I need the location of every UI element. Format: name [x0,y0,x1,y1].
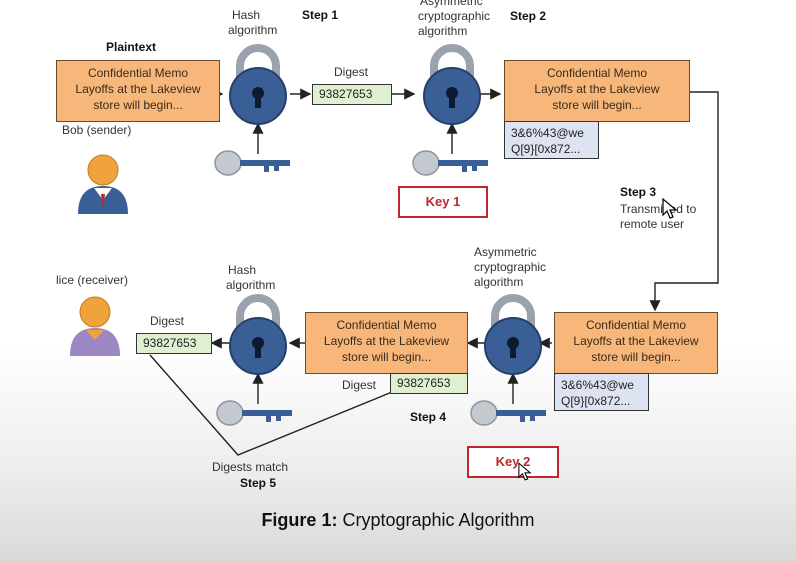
asym-label-top-3: algorithm [418,24,468,38]
digest-box-top: 93827653 [312,84,392,105]
padlock-icon [423,44,481,125]
received-memo: Confidential Memo Layoffs at the Lakevie… [554,312,718,374]
cipher-box-top: 3&6%43@we Q[9}[0x872... [504,121,599,159]
step3-desc: Transmitted to [620,202,697,216]
cipher-line: Q[9}[0x872... [561,394,631,408]
memo-line: Confidential Memo [546,66,648,80]
digest-label-mid: Digest [342,378,377,392]
mouse-cursor-icon [662,197,678,219]
cipher-line: 3&6%43@we [511,126,584,140]
asym-label-top: Asymmetric [420,0,483,8]
memo-line: Confidential Memo [336,318,437,332]
key-icon [216,400,292,426]
key-icon [214,150,290,176]
digest-box-mid: 93827653 [390,373,468,394]
memo-line: Confidential Memo [87,66,189,80]
key1-label: Key 1 [398,186,488,218]
memo-line: store will begin... [591,350,681,364]
step2-label: Step 2 [510,9,547,23]
cipher-box-bottom: 3&6%43@we Q[9}[0x872... [554,373,649,411]
step3-desc-2: remote user [620,217,685,231]
memo-line: Layoffs at the Lakeview [534,82,660,96]
padlock-icon [484,294,542,375]
bob-avatar-icon [78,154,128,214]
hash-label-top-2: algorithm [228,23,278,37]
hash-label-bottom-2: algorithm [226,278,276,292]
asym-label-bottom-2: cryptographic [474,260,547,274]
padlock-icon [229,44,287,125]
caption-prefix: Figure 1: [261,510,338,530]
digest-label-top: Digest [334,65,369,79]
asym-label-bottom: Asymmetric [474,245,537,259]
mouse-cursor-icon [518,462,532,481]
step5-label: Step 5 [240,476,277,490]
memo-line: Layoffs at the Lakeview [573,334,699,348]
memo-line: Layoffs at the Lakeview [323,334,450,348]
digest-label-left: Digest [150,314,185,328]
key2-label: Key 2 [467,446,559,478]
signed-memo-top: Confidential Memo Layoffs at the Lakevie… [504,60,690,122]
padlock-icon [229,294,287,375]
cipher-line: Q[9}[0x872... [511,142,581,156]
key-icon [470,400,546,426]
alice-avatar-icon [70,296,120,356]
step1-label: Step 1 [302,8,339,22]
cipher-line: 3&6%43@we [561,378,634,392]
key-icon [412,150,488,176]
memo-line: Confidential Memo [585,318,687,332]
hash-label-top: Hash [232,8,261,22]
step4-label: Step 4 [410,410,447,424]
caption-text: Cryptographic Algorithm [342,510,535,530]
memo-line: store will begin... [93,98,183,112]
decrypted-memo: Confidential Memo Layoffs at the Lakevie… [305,312,468,374]
digests-match-label: Digests match [212,460,289,474]
figure-caption: Figure 1: Cryptographic Algorithm [0,510,796,531]
digest-box-left: 93827653 [136,333,212,354]
alice-label: lice (receiver) [56,273,129,287]
bob-label: Bob (sender) [62,123,132,137]
memo-line: Layoffs at the Lakeview [75,82,201,96]
memo-line: store will begin... [552,98,642,112]
plaintext-label: Plaintext [106,40,157,54]
asym-label-bottom-3: algorithm [474,275,524,289]
hash-label-bottom: Hash [228,263,257,277]
asym-label-top-2: cryptographic [418,9,491,23]
step3-label: Step 3 [620,185,657,199]
plaintext-memo: Confidential Memo Layoffs at the Lakevie… [56,60,220,122]
memo-line: store will begin... [341,350,432,364]
